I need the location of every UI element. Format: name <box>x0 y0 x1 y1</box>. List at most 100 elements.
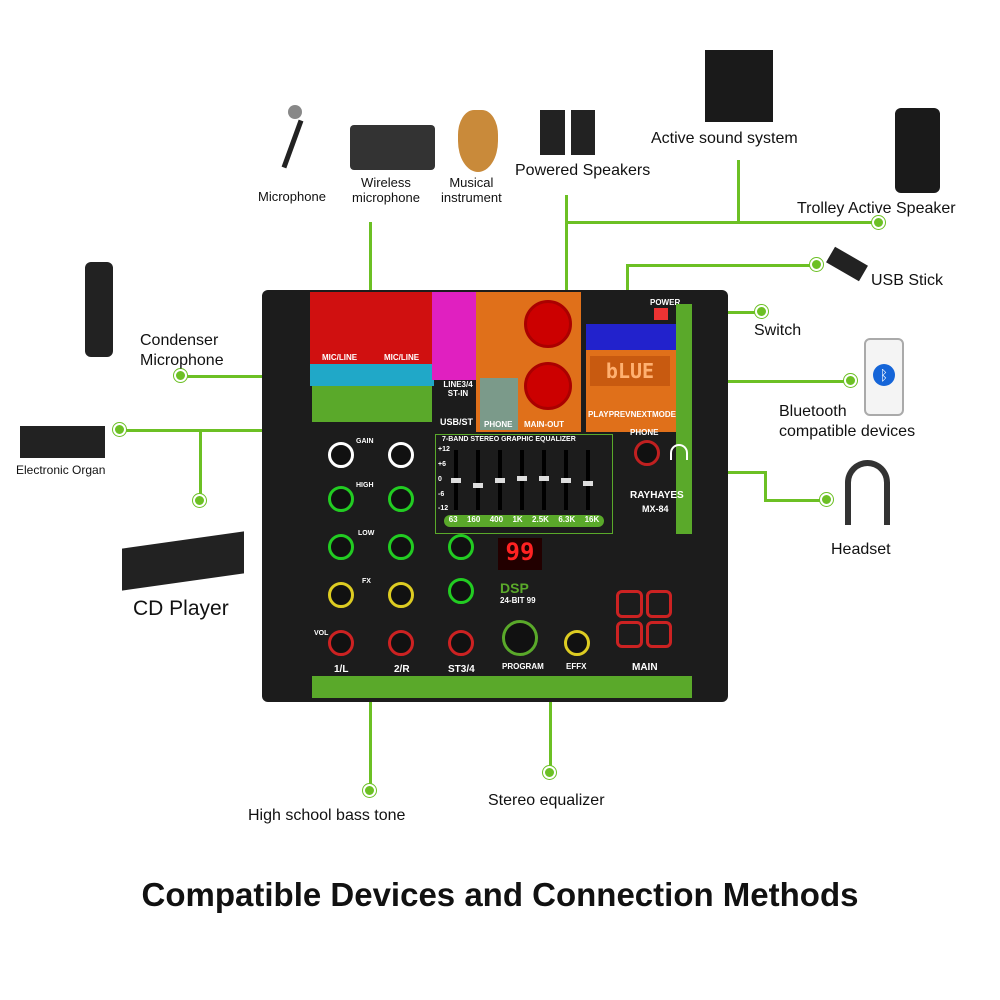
headphone-icon <box>670 444 688 460</box>
main-faders[interactable] <box>616 590 672 648</box>
mic-line-label-2: MIC/LINE <box>384 353 420 362</box>
display: bLUE <box>590 356 670 386</box>
fx-knob-1[interactable] <box>328 582 354 608</box>
phone-label: PHONE <box>630 428 659 437</box>
channel-label-1: 1/L <box>334 664 349 675</box>
high-knob-st[interactable] <box>448 534 474 560</box>
vol-knob-1[interactable] <box>328 630 354 656</box>
mic-line-label-1: MIC/LINE <box>322 353 358 362</box>
high-knob-2[interactable] <box>388 486 414 512</box>
eq-fader-cap[interactable] <box>561 478 571 483</box>
power-label: POWER <box>650 298 681 307</box>
guitar-image <box>458 110 498 172</box>
low-knob-2[interactable] <box>388 534 414 560</box>
eq-fader[interactable] <box>451 450 461 510</box>
pad-hpf-panel <box>312 386 432 422</box>
fx-knob-2[interactable] <box>388 582 414 608</box>
gain-knob-2[interactable] <box>388 442 414 468</box>
label-active: Active sound system <box>651 130 798 147</box>
line-bass <box>369 690 372 790</box>
eq-fader[interactable] <box>539 450 549 510</box>
brand: RAYHAYES <box>630 490 684 501</box>
low-knob-st[interactable] <box>448 578 474 604</box>
effects-list-strip <box>312 676 692 698</box>
line-hs3 <box>764 499 826 502</box>
green-strip <box>676 304 692 534</box>
model: MX-84 <box>642 504 669 514</box>
phone-jack-panel <box>480 378 518 430</box>
main-label: MAIN <box>632 662 658 673</box>
dot-bass <box>363 784 376 797</box>
power-switch[interactable] <box>654 308 668 320</box>
eq-fader[interactable] <box>473 450 483 510</box>
label-instrument: Musical instrument <box>441 175 502 205</box>
vol-knob-2[interactable] <box>388 630 414 656</box>
eq-fader-cap[interactable] <box>473 483 483 488</box>
main-out-label: MAIN-OUT <box>524 420 564 429</box>
label-condenser: Condenser Microphone <box>140 332 224 369</box>
line-condenser <box>180 375 315 378</box>
line-active <box>737 160 740 222</box>
dot-usb <box>810 258 823 271</box>
eq-fader-cap[interactable] <box>495 478 505 483</box>
next-button[interactable]: NEXT <box>630 410 652 419</box>
eq-scale-label: -12 <box>438 505 449 512</box>
bluetooth-icon: ᛒ <box>873 364 895 386</box>
phone-knob[interactable] <box>634 440 660 466</box>
vol-label: VOL <box>314 630 329 637</box>
dot-headset <box>820 493 833 506</box>
play-button[interactable]: PLAY <box>588 410 609 419</box>
usb-panel <box>586 324 676 350</box>
line-hs2 <box>764 471 767 501</box>
headset-image <box>845 460 890 525</box>
eq-scale-label: +6 <box>438 461 446 468</box>
xlr-r[interactable] <box>524 362 572 410</box>
line-mic <box>369 222 372 294</box>
low-knob-1[interactable] <box>328 534 354 560</box>
eq-fader-cap[interactable] <box>451 478 461 483</box>
eq-band-label: 160 <box>466 515 481 524</box>
high-knob-1[interactable] <box>328 486 354 512</box>
cd-player-image <box>122 531 244 591</box>
mixer: MIC/LINE MIC/LINE LINE3/4 ST-IN USB/ST P… <box>262 290 728 702</box>
dsp-label: DSP <box>500 580 529 596</box>
line-hs1 <box>700 471 766 474</box>
mode-button[interactable]: MODE <box>651 410 676 419</box>
label-wireless: Wireless microphone <box>352 175 420 205</box>
dot-bt <box>844 374 857 387</box>
phone-jack-label: PHONE <box>484 420 513 429</box>
program-knob[interactable] <box>502 620 538 656</box>
label-bluetooth: Bluetooth compatible devices <box>779 403 916 440</box>
eq-fader-cap[interactable] <box>517 475 527 481</box>
dot-condenser <box>174 369 187 382</box>
eq-fader-cap[interactable] <box>539 475 549 481</box>
line-cd <box>199 429 202 501</box>
vol-knob-st[interactable] <box>448 630 474 656</box>
low-label: LOW <box>358 530 375 537</box>
label-eq: Stereo equalizer <box>488 792 605 809</box>
high-label: HIGH <box>356 482 374 489</box>
effx-knob[interactable] <box>564 630 590 656</box>
line-speakers-h <box>565 221 878 224</box>
eq-fader[interactable] <box>495 450 505 510</box>
line-usb-v <box>626 264 629 304</box>
dsp-sub: 24-BIT 99 <box>500 596 536 605</box>
eq-fader[interactable] <box>583 450 593 510</box>
eq-fader[interactable] <box>561 450 571 510</box>
label-microphone: Microphone <box>258 189 326 204</box>
trolley-speaker-image <box>895 108 940 193</box>
eq-scale-label: 0 <box>438 476 442 483</box>
line34-label: LINE3/4 ST-IN <box>443 380 473 398</box>
eq-title: 7-BAND STEREO GRAPHIC EQUALIZER <box>442 436 576 443</box>
page-title: Compatible Devices and Connection Method… <box>141 876 859 913</box>
label-switch: Switch <box>754 322 802 339</box>
prev-button[interactable]: PREV <box>608 410 631 419</box>
dot-cd <box>193 494 206 507</box>
gain-knob-1[interactable] <box>328 442 354 468</box>
organ-image <box>20 426 105 458</box>
eq-fader-cap[interactable] <box>583 480 593 486</box>
xlr-l[interactable] <box>524 300 572 348</box>
dot-organ <box>113 423 126 436</box>
eq-fader[interactable] <box>517 450 527 510</box>
